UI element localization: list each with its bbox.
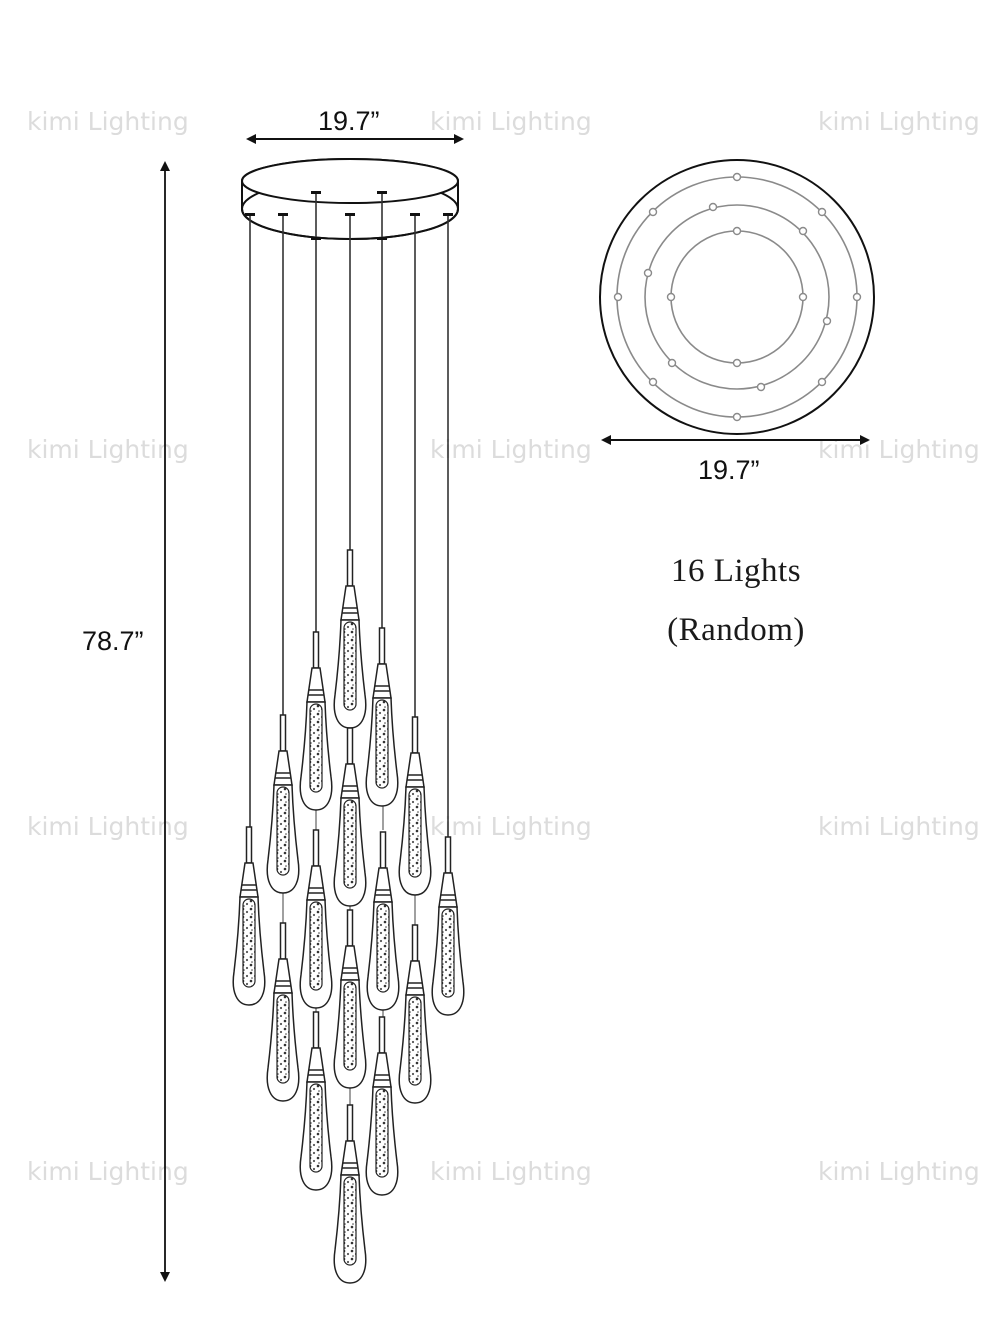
watermark: kimi Lighting [818,1157,980,1186]
pendant-light [431,836,465,1016]
watermark: kimi Lighting [430,107,592,136]
watermark: kimi Lighting [430,1157,592,1186]
pendant-light [333,909,367,1089]
suspension-cables [249,193,449,1105]
light-count-caption: 16 Lights [670,553,802,589]
pendant-light [299,1011,333,1191]
watermark: kimi Lighting [27,107,189,136]
top-view-canopy [599,159,875,435]
top-view-width-label: 19.7” [698,455,760,485]
watermark: kimi Lighting [818,812,980,841]
pendant-light [232,826,266,1006]
pendant-light [365,627,399,807]
watermark: kimi Lighting [430,435,592,464]
pendant-light [365,1016,399,1196]
pendant-light [398,924,432,1104]
pendant-light [333,549,367,729]
canopy-width-label: 19.7” [318,106,380,136]
watermark: kimi Lighting [430,812,592,841]
pendants [232,549,465,1284]
watermark: kimi Lighting [818,107,980,136]
light-position-dots [613,172,862,422]
pendant-light [266,714,300,894]
pendant-light [266,922,300,1102]
arrangement-caption: (Random) [667,612,805,648]
pendant-light [333,1104,367,1284]
pendant-light [299,631,333,811]
overall-height-label: 78.7” [82,626,144,656]
pendant-light [366,831,400,1011]
pendant-light [299,829,333,1009]
pendant-light [333,727,367,907]
canopy [241,158,459,240]
pendant-light [398,716,432,896]
